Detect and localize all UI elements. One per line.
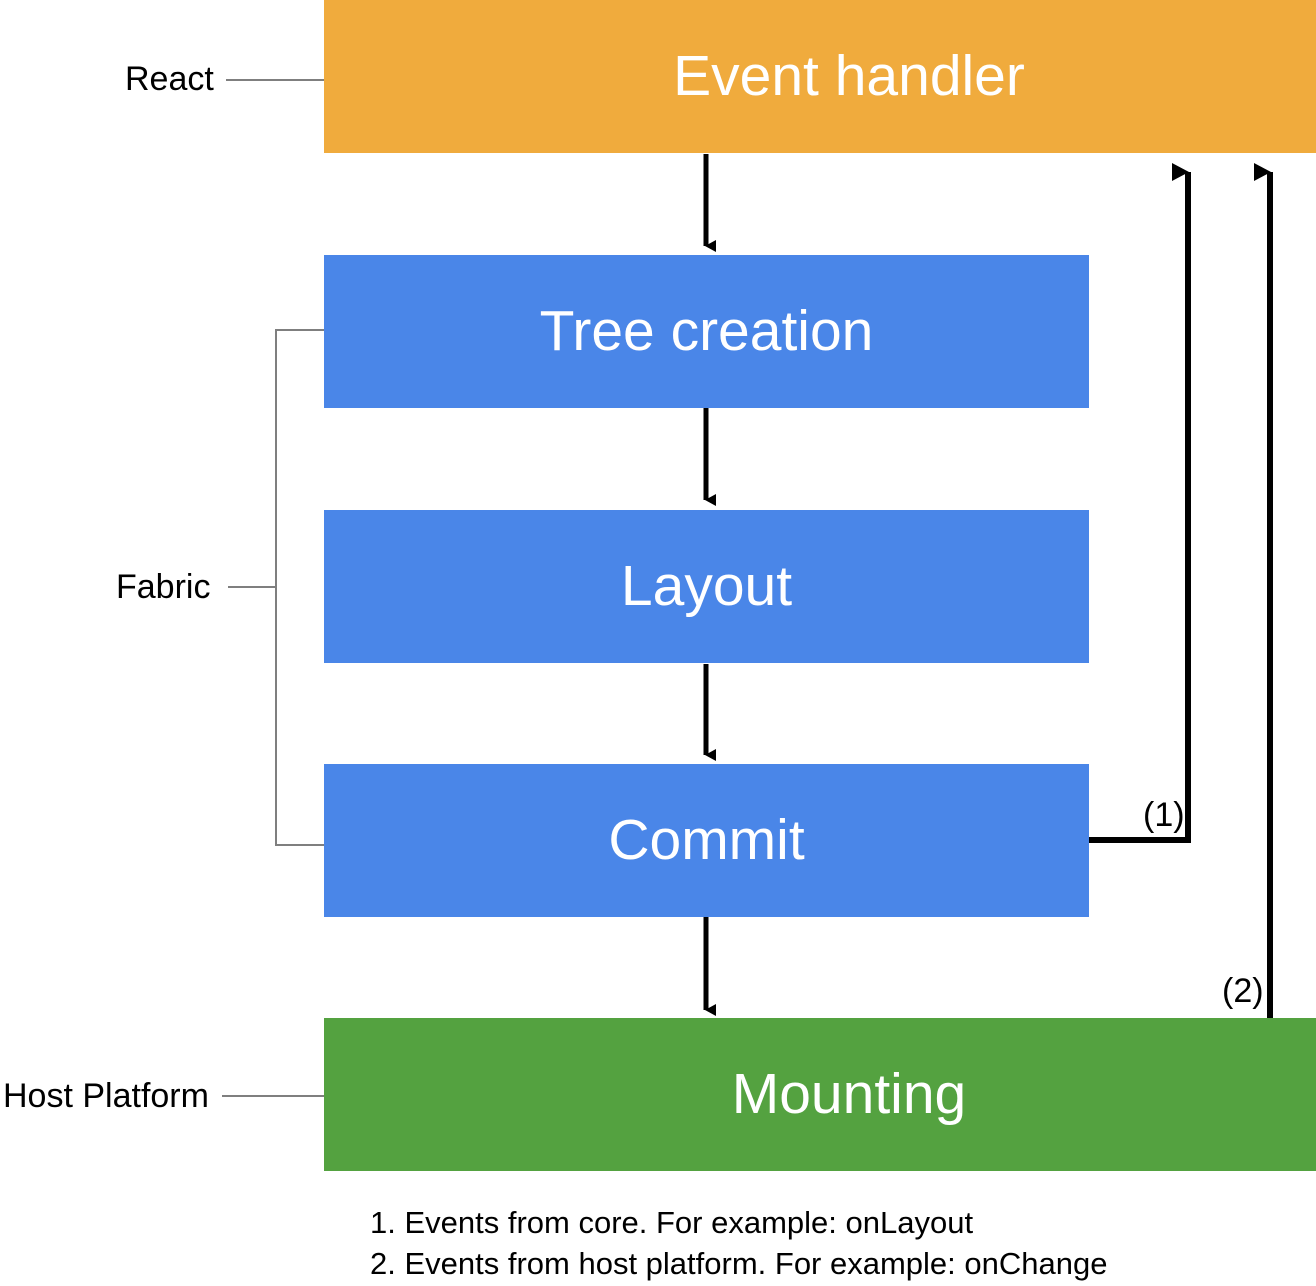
side-label-host-platform: Host Platform bbox=[3, 1077, 209, 1115]
node-event-handler-label: Event handler bbox=[673, 44, 1025, 108]
footnote-2: 2. Events from host platform. For exampl… bbox=[370, 1245, 1108, 1281]
side-label-fabric: Fabric bbox=[116, 568, 211, 606]
node-tree-creation-label: Tree creation bbox=[539, 299, 874, 363]
footnotes: 1. Events from core. For example: onLayo… bbox=[370, 1203, 1107, 1285]
node-layout[interactable]: Layout bbox=[324, 510, 1089, 663]
footnote-1: 1. Events from core. For example: onLayo… bbox=[370, 1205, 974, 1240]
node-tree-creation[interactable]: Tree creation bbox=[324, 255, 1089, 408]
node-commit[interactable]: Commit bbox=[324, 764, 1089, 917]
node-commit-label: Commit bbox=[608, 808, 805, 872]
side-label-react: React bbox=[125, 60, 214, 98]
edge-label-2: (2) bbox=[1222, 972, 1264, 1010]
node-mounting-label: Mounting bbox=[731, 1062, 967, 1126]
bracket-fabric bbox=[275, 329, 324, 846]
node-layout-label: Layout bbox=[620, 554, 793, 618]
node-mounting[interactable]: Mounting bbox=[324, 1018, 1316, 1171]
arrow-commit-to-event-handler bbox=[1089, 163, 1191, 843]
edge-label-1: (1) bbox=[1143, 796, 1185, 834]
node-event-handler[interactable]: Event handler bbox=[324, 0, 1316, 153]
